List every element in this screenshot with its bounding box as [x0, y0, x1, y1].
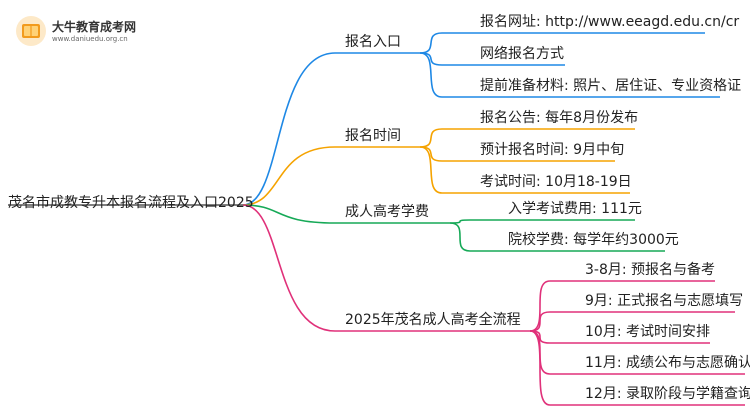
leaf-item: 3-8月: 预报名与备考 — [585, 262, 716, 278]
leaf-item: 网络报名方式 — [480, 46, 564, 62]
site-logo: 大牛教育成考网 www.daniuedu.org.cn — [14, 14, 164, 48]
leaf-item: 预计报名时间: 9月中旬 — [480, 142, 625, 158]
root-topic: 茂名市成教专升本报名流程及入口2025 — [8, 195, 254, 211]
leaf-item: 院校学费: 每学年约3000元 — [508, 232, 679, 248]
leaf-item: 11月: 成绩公布与志愿确认 — [585, 355, 750, 371]
branch-label: 报名入口 — [345, 34, 401, 50]
leaf-item: 10月: 考试时间安排 — [585, 324, 710, 340]
leaf-connector — [449, 219, 635, 224]
book-logo-icon — [16, 16, 46, 46]
branch-label: 成人高考学费 — [345, 204, 429, 220]
branch-label: 报名时间 — [345, 128, 401, 144]
leaf-connector — [449, 222, 665, 252]
leaf-item: 9月: 正式报名与志愿填写 — [585, 293, 744, 309]
leaf-item: 入学考试费用: 111元 — [508, 201, 642, 217]
leaf-item: 考试时间: 10月18-19日 — [480, 174, 632, 190]
leaf-connector — [529, 311, 735, 332]
leaf-connector — [419, 52, 720, 98]
leaf-connector — [419, 146, 630, 194]
leaf-connector — [529, 280, 715, 332]
leaf-item: 报名网址: http://www.eeagd.edu.cn/cr — [480, 14, 740, 30]
leaf-item: 提前准备材料: 照片、居住证、专业资格证 — [480, 78, 742, 94]
branch-connector — [242, 204, 450, 224]
leaf-connector — [419, 128, 635, 148]
branch-connector — [242, 52, 420, 206]
logo-url: www.daniuedu.org.cn — [52, 35, 128, 43]
leaf-connector — [419, 32, 705, 54]
leaf-connector — [529, 330, 745, 406]
leaf-item: 12月: 录取阶段与学籍查询 — [585, 386, 750, 402]
leaf-item: 报名公告: 每年8月份发布 — [480, 110, 639, 126]
branch-label: 2025年茂名成人高考全流程 — [345, 312, 521, 328]
logo-title: 大牛教育成考网 — [52, 20, 137, 34]
branch-connector — [242, 146, 420, 206]
branch-connector — [242, 204, 530, 332]
